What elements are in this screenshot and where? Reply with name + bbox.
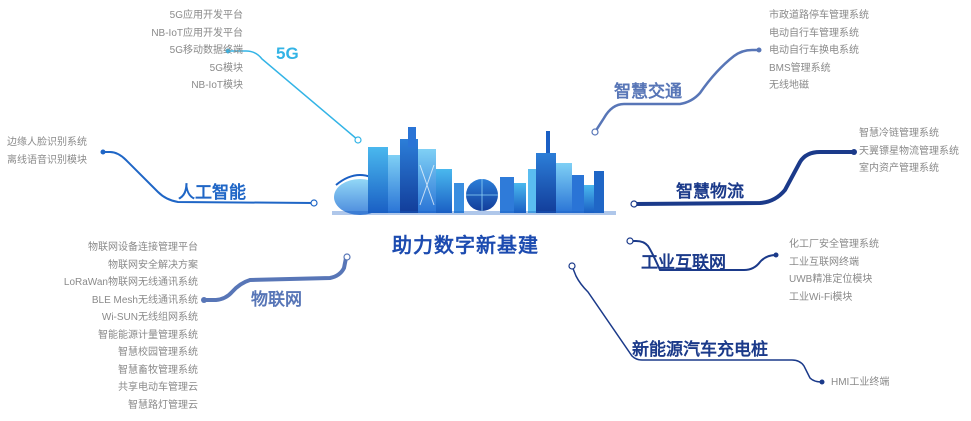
node-iot-end bbox=[201, 297, 207, 303]
list-item: HMI工业终端 bbox=[831, 377, 890, 388]
list-item: NB-IoT应用开发平台 bbox=[151, 27, 243, 39]
node-ev-end bbox=[819, 379, 825, 385]
branch-title-ev: 新能源汽车充电桩 bbox=[632, 340, 768, 359]
list-item: 物联网安全解决方案 bbox=[108, 259, 198, 271]
list-item: 化工厂安全管理系统 bbox=[789, 239, 879, 250]
list-item: 物联网设备连接管理平台 bbox=[88, 242, 198, 253]
list-item: 电动自行车换电系统 bbox=[769, 45, 859, 56]
list-item: 智慧路灯管理云 bbox=[128, 399, 198, 411]
city-skyline-illustration bbox=[332, 127, 616, 215]
branch-list-industrial: 化工厂安全管理系统 工业互联网终端 UWB精准定位模块 工业Wi-Fi模块 bbox=[789, 236, 879, 306]
list-item: 市政道路停车管理系统 bbox=[769, 10, 869, 21]
list-item: UWB精准定位模块 bbox=[789, 274, 873, 285]
list-item: 天翼镖星物流管理系统 bbox=[859, 145, 959, 157]
node-industrial-end bbox=[773, 252, 779, 258]
connector-logistics bbox=[632, 150, 856, 206]
connector-traffic bbox=[593, 48, 759, 133]
connector-ev bbox=[571, 265, 823, 383]
node-ai-end bbox=[100, 149, 106, 155]
branch-list-ev: HMI工业终端 bbox=[831, 374, 889, 392]
node-5g-start bbox=[354, 136, 362, 144]
list-item: 工业互联网终端 bbox=[789, 256, 859, 268]
branch-list-logistics: 智慧冷链管理系统 天翼镖星物流管理系统 室内资产管理系统 bbox=[859, 125, 959, 178]
list-item: 工业Wi-Fi模块 bbox=[789, 291, 853, 303]
branch-list-traffic: 市政道路停车管理系统 电动自行车管理系统 电动自行车换电系统 BMS管理系统 无… bbox=[769, 7, 869, 95]
node-5g-end bbox=[225, 48, 231, 54]
branch-title-logistics: 智慧物流 bbox=[676, 182, 744, 201]
node-industrial-start bbox=[626, 237, 634, 245]
list-item: 5G模块 bbox=[209, 62, 243, 74]
branch-list-5g: 5G应用开发平台 NB-IoT应用开发平台 5G移动数据终端 5G模块 NB-I… bbox=[151, 7, 243, 95]
list-item: 智慧畜牧管理系统 bbox=[118, 364, 198, 376]
branch-list-ai: 边缘人脸识别系统 离线语音识别模块 bbox=[7, 134, 87, 169]
list-item: 电动自行车管理系统 bbox=[769, 27, 859, 39]
list-item: Wi-SUN无线组网系统 bbox=[101, 312, 198, 323]
list-item: 智慧冷链管理系统 bbox=[859, 128, 939, 139]
list-item: 室内资产管理系统 bbox=[859, 163, 939, 174]
node-traffic-end bbox=[756, 47, 762, 53]
list-item: 边缘人脸识别系统 bbox=[7, 137, 87, 148]
center-title: 助力数字新基建 bbox=[392, 235, 539, 257]
connector-ai bbox=[103, 151, 315, 204]
list-item: 无线地磁 bbox=[769, 80, 809, 91]
list-item: 5G应用开发平台 bbox=[169, 10, 243, 21]
branch-title-5g: 5G bbox=[276, 44, 299, 63]
connector-industrial bbox=[630, 240, 777, 271]
list-item: NB-IoT模块 bbox=[191, 80, 243, 91]
list-item: 智慧校园管理系统 bbox=[118, 347, 198, 358]
list-item: 智能能源计量管理系统 bbox=[98, 329, 198, 341]
node-ai-start bbox=[310, 199, 318, 207]
list-item: 共享电动车管理云 bbox=[118, 382, 198, 393]
list-item: 离线语音识别模块 bbox=[7, 154, 87, 166]
node-ev-start bbox=[568, 262, 576, 270]
list-item: BLE Mesh无线通讯系统 bbox=[91, 294, 198, 306]
list-item: LoRaWan物联网无线通讯系统 bbox=[63, 277, 198, 288]
node-logistics-start bbox=[630, 200, 638, 208]
node-logistics-end bbox=[851, 149, 857, 155]
branch-title-industrial: 工业互联网 bbox=[641, 253, 726, 272]
node-iot-start bbox=[343, 253, 351, 261]
list-item: BMS管理系统 bbox=[769, 62, 831, 74]
branch-title-ai: 人工智能 bbox=[178, 183, 246, 202]
node-traffic-start bbox=[591, 128, 599, 136]
branch-list-iot: 物联网设备连接管理平台 物联网安全解决方案 LoRaWan物联网无线通讯系统 B… bbox=[64, 239, 198, 414]
branch-title-iot: 物联网 bbox=[251, 290, 302, 309]
branch-title-traffic: 智慧交通 bbox=[614, 82, 682, 101]
list-item: 5G移动数据终端 bbox=[169, 45, 243, 56]
connector-iot bbox=[202, 256, 348, 302]
connector-5g bbox=[228, 50, 359, 141]
